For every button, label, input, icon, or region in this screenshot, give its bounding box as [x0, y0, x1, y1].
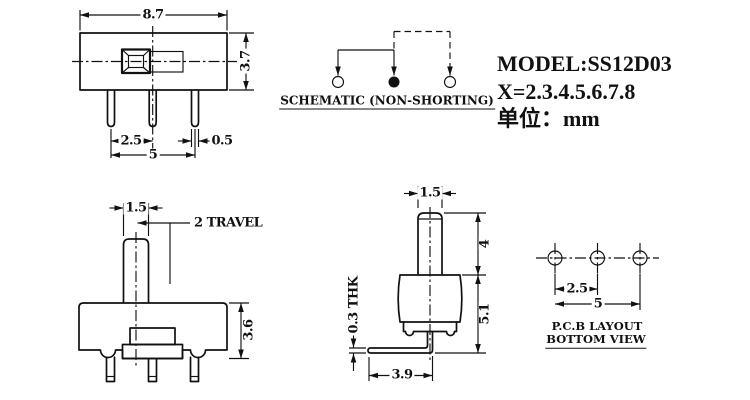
front-view-body-height-dim: 3.7 [238, 48, 254, 74]
pcb-hole-span-dim: 5 [591, 296, 605, 312]
front-view-pin-span-dim: 5 [146, 147, 160, 163]
front-view-outline [79, 32, 228, 128]
end-view-pin-thickness-dim: 0.3 THK [346, 274, 362, 336]
pcb-hole-pitch-dim: 2.5 [564, 281, 590, 297]
end-view-knob-height-dim: 4 [477, 237, 493, 251]
x-range-text: X=2.3.4.5.6.7.8 [497, 79, 636, 104]
end-view-overall-height-dim: 5.1 [477, 301, 493, 327]
side-view-body-height-dim: 3.6 [241, 317, 257, 343]
schematic-label: SCHEMATIC (NON-SHORTING) [279, 93, 495, 110]
front-view-body-width-dim: 8.7 [140, 7, 166, 23]
unit-text: 单位：mm [497, 106, 600, 131]
end-view-knob-width-dim: 1.5 [417, 185, 443, 201]
end-view-pin-length-dim: 3.9 [389, 367, 415, 383]
front-view-pin-pitch-dim: 2.5 [118, 133, 144, 149]
end-view-outline [367, 212, 463, 354]
model-number-text: MODEL:SS12D03 [497, 51, 672, 76]
pcb-layout-subtitle: BOTTOM VIEW [545, 333, 647, 349]
side-view-travel-dim: 2 TRAVEL [193, 215, 264, 231]
end-view-dimensions [349, 186, 486, 381]
side-view-knob-width-dim: 1.5 [123, 200, 149, 216]
front-view-pin-width-dim: 0.5 [209, 133, 235, 149]
schematic-linework [331, 30, 457, 89]
side-view-outline [78, 238, 228, 383]
